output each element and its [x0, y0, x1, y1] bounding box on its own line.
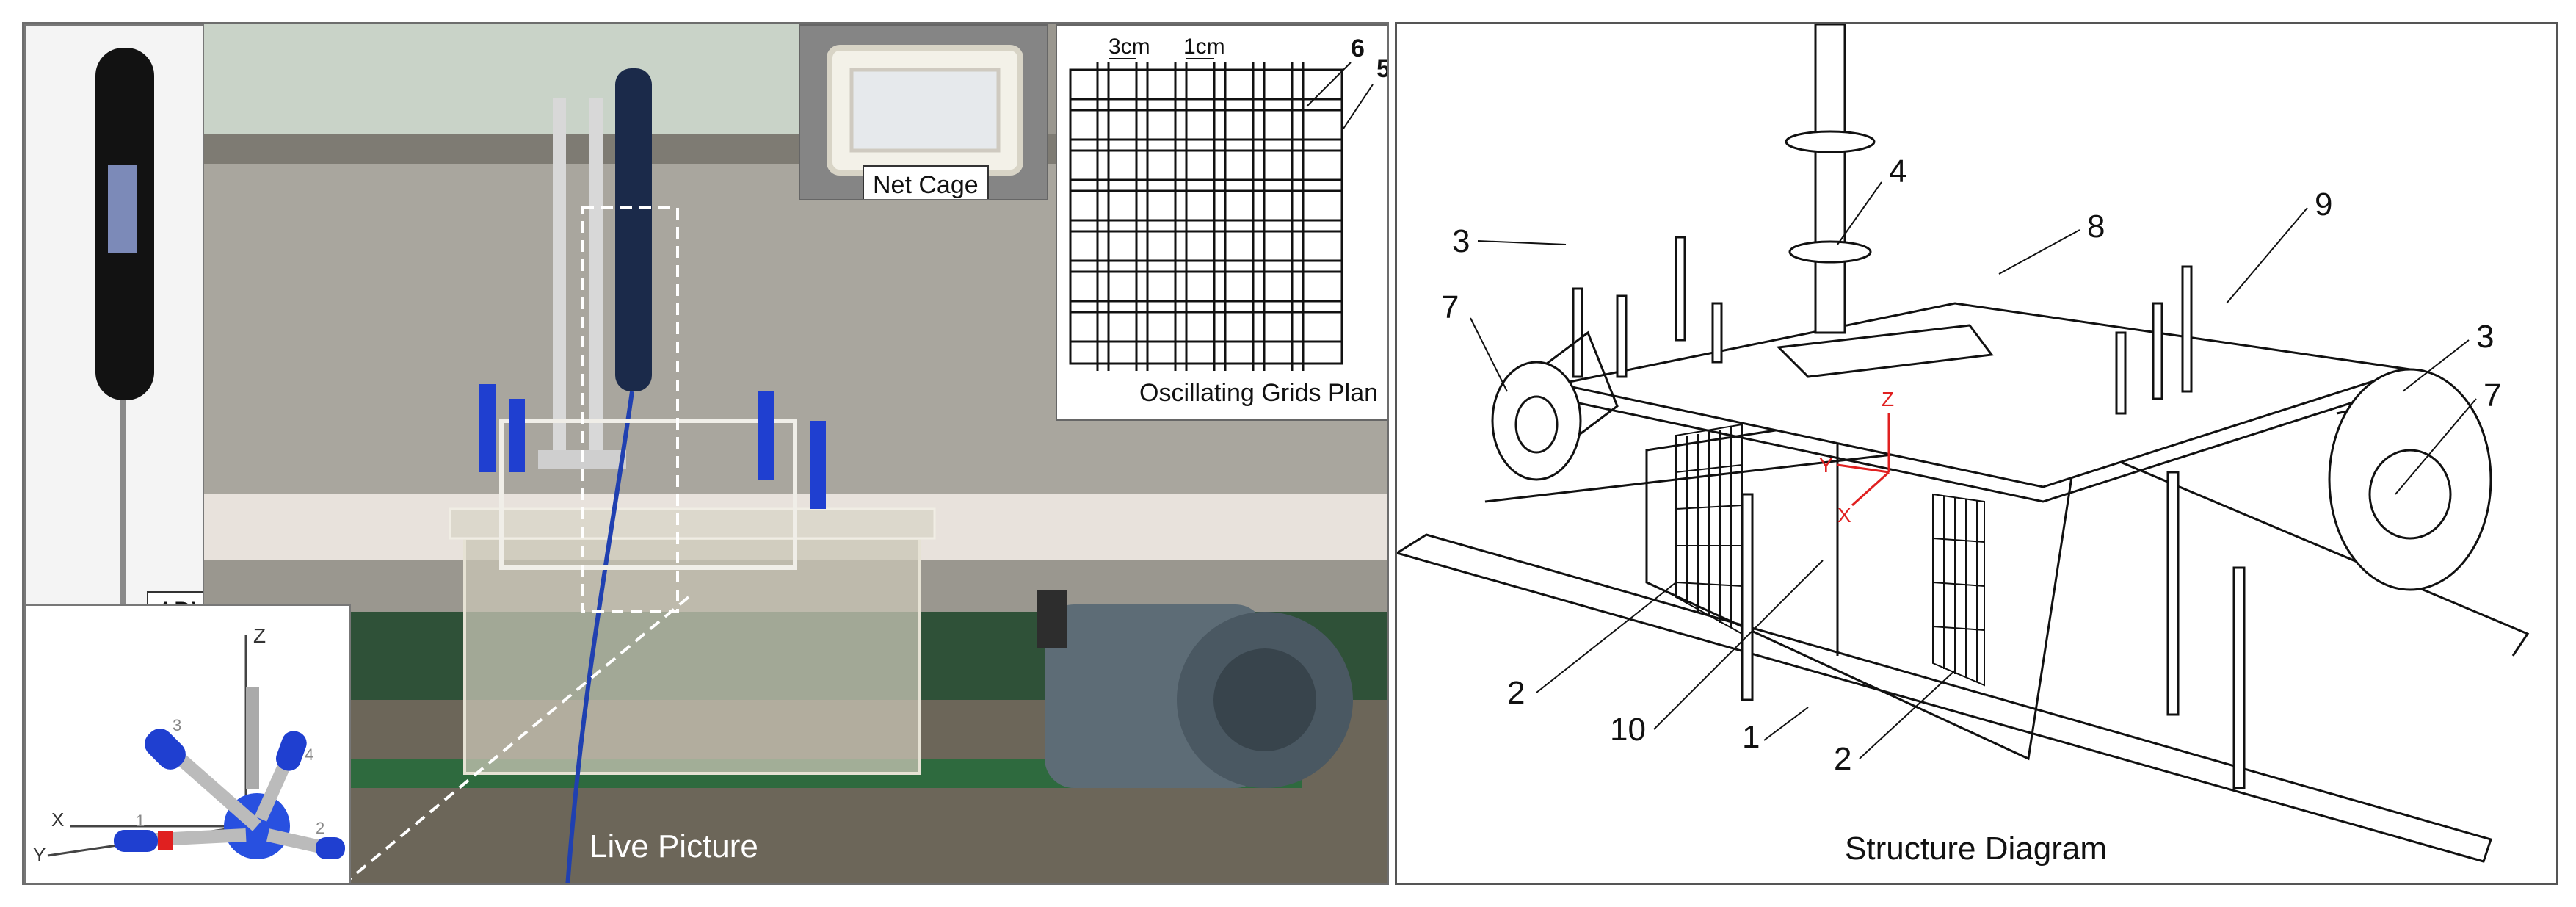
guide-posts — [1572, 236, 2246, 789]
grids-plan-drawing: 3cm 1cm 6 5 — [1069, 35, 1389, 371]
base-rail-back — [1484, 434, 2530, 657]
callout-3-left: 3 — [1452, 223, 1470, 259]
roller-left — [1491, 330, 1619, 481]
adv-axis-inset: Z X Y 1 2 3 4 — [24, 604, 351, 883]
vertical-shaft — [1814, 24, 1846, 334]
diagram-axis-y: Y — [1819, 454, 1833, 477]
grid-pattern — [1069, 62, 1343, 371]
callout-3-right: 3 — [2476, 319, 2494, 355]
adv-probe-drawing — [26, 26, 203, 698]
diagram-axis-x: X — [1837, 504, 1851, 527]
roller-right — [2328, 368, 2492, 591]
callout-7-right: 7 — [2484, 377, 2501, 413]
oscillation-ring — [1788, 240, 1872, 264]
callout-1: 1 — [1742, 719, 1760, 755]
probe-1-label: 1 — [136, 812, 145, 830]
base-rail-front — [1397, 533, 2492, 863]
grid-dim-3cm: 3cm — [1109, 35, 1150, 59]
glass-tank — [463, 537, 921, 775]
structure-diagram-drawing: Z Y X 3 7 4 8 9 3 7 2 10 1 2 — [1397, 24, 2530, 863]
adv-cable — [565, 391, 634, 883]
adv-probe-photo — [615, 68, 652, 391]
probe-2-label: 2 — [316, 819, 324, 837]
net-cage-label: Net Cage — [863, 165, 989, 199]
callout-10: 10 — [1610, 712, 1646, 748]
grid-callout-5: 5 — [1376, 55, 1389, 83]
net-cage-drawing — [800, 26, 1047, 199]
callout-7-left: 7 — [1441, 289, 1459, 325]
structure-diagram-panel: Z Y X 3 7 4 8 9 3 7 2 10 1 2 — [1395, 22, 2558, 885]
diagram-axis-z: Z — [1882, 388, 1894, 411]
probe-3-label: 3 — [173, 716, 181, 734]
callout-leaders — [1470, 181, 2477, 759]
grid-callout-6: 6 — [1351, 35, 1365, 62]
grids-plan-inset: 3cm 1cm 6 5 Oscillating Grids Plan — [1056, 24, 1389, 421]
grid-right — [1932, 493, 1985, 687]
axis-y-label: Y — [33, 844, 46, 866]
callout-2-right: 2 — [1834, 741, 1851, 777]
adv-axis-drawing: Z X Y 1 2 3 4 — [33, 624, 345, 866]
callout-2-left: 2 — [1507, 675, 1525, 711]
callout-4: 4 — [1889, 153, 1906, 189]
probe-4-label: 4 — [305, 745, 313, 764]
mount-pole — [553, 98, 566, 465]
callout-9: 9 — [2315, 187, 2332, 223]
diagram-axes — [1837, 413, 1890, 507]
net-cage-inset: Net Cage — [799, 24, 1048, 200]
axis-z-label: Z — [253, 624, 266, 647]
window — [186, 24, 832, 134]
measurement-region — [581, 206, 679, 613]
grid-dim-1cm: 1cm — [1183, 35, 1225, 59]
adv-photo-inset: ADV — [24, 24, 204, 700]
live-picture-caption: Live Picture — [589, 828, 758, 864]
axis-x-label: X — [51, 809, 64, 831]
structure-diagram-caption: Structure Diagram — [1845, 831, 2108, 867]
grid-left — [1675, 423, 1743, 635]
grids-plan-caption: Oscillating Grids Plan — [1131, 375, 1387, 412]
live-picture-panel: ADV Z X Y 1 2 3 4 — [22, 22, 1389, 885]
callout-8: 8 — [2087, 209, 2105, 245]
